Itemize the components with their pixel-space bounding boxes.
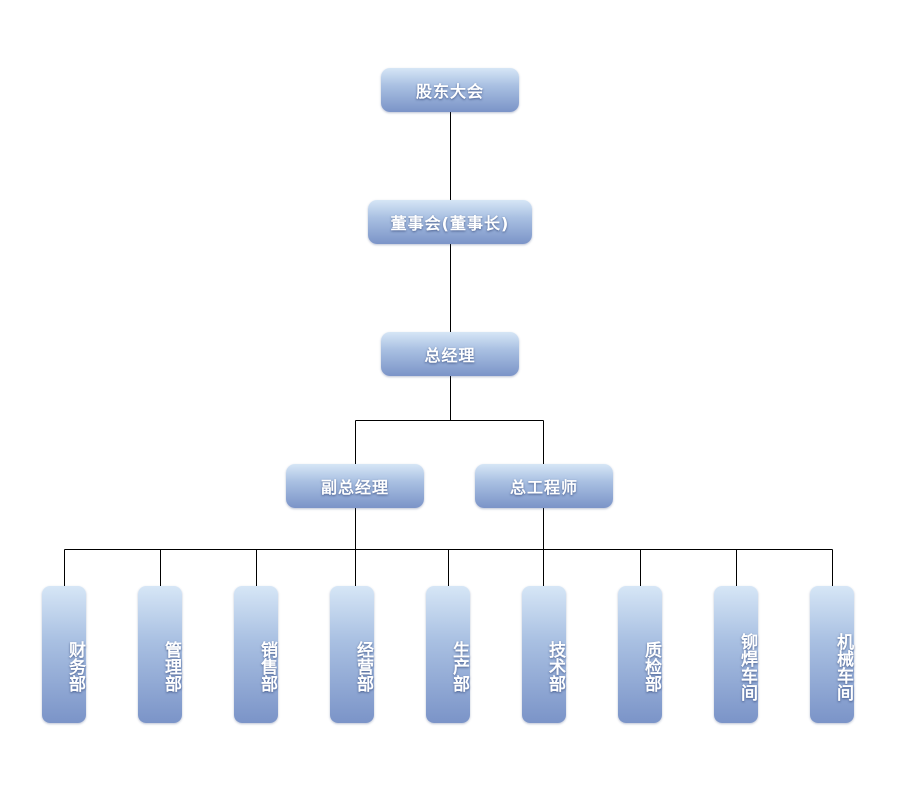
node-dept-riveting-welding: 铆焊车间 [714,586,758,723]
node-dept-finance: 财务部 [42,586,86,723]
node-general-manager: 总经理 [381,332,519,376]
node-deputy-general-manager: 副总经理 [286,464,424,508]
node-board: 董事会(董事长) [368,200,532,244]
node-dept-quality: 质检部 [618,586,662,723]
node-dept-technology: 技术部 [522,586,566,723]
node-dept-operations: 经营部 [330,586,374,723]
node-dept-management: 管理部 [138,586,182,723]
node-dept-sales: 销售部 [234,586,278,723]
node-dept-machining: 机械车间 [810,586,854,723]
node-chief-engineer: 总工程师 [475,464,613,508]
node-shareholders: 股东大会 [381,68,519,112]
node-dept-production: 生产部 [426,586,470,723]
